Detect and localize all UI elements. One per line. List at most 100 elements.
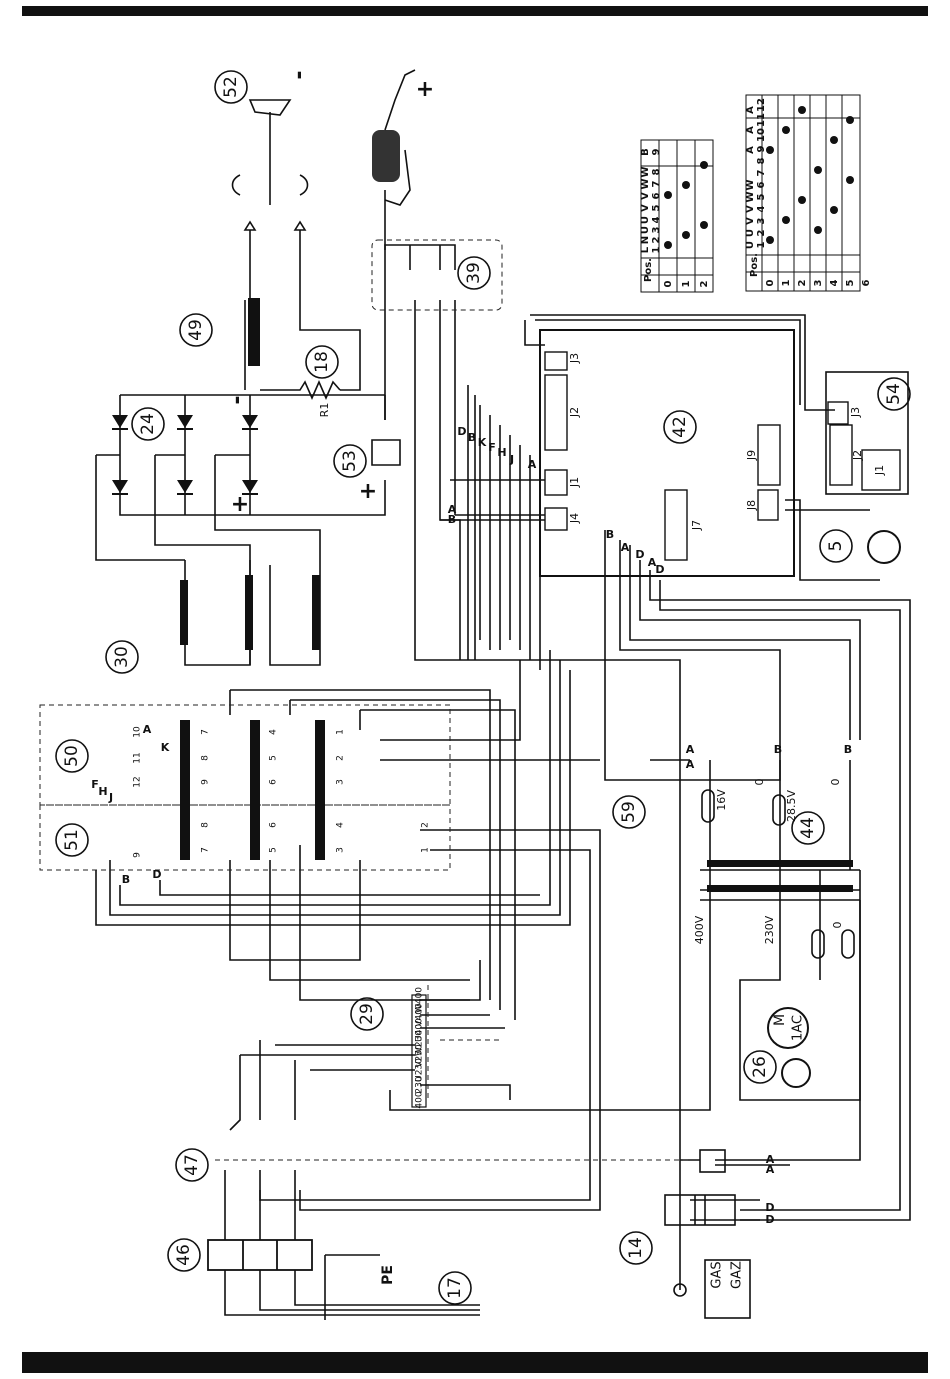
table50-h2-7: 8 [756, 157, 767, 164]
plus-gun-label: + [416, 77, 434, 102]
ref-17: 17 [445, 1277, 465, 1299]
wire-b-j7: B [606, 528, 614, 541]
table50-h2-5: 6 [756, 181, 767, 188]
ref-18: 18 [312, 351, 332, 373]
table50-h2-11: 12 [756, 98, 767, 112]
reference-circles [55, 70, 911, 1305]
pin-2: 2 [336, 755, 346, 761]
table51-h2-0: 1 [651, 246, 662, 253]
pin-12: 12 [133, 776, 143, 787]
dashed-boundaries [39, 239, 690, 1161]
table50-row-3: 3 [813, 279, 824, 286]
ref-53: 53 [340, 450, 360, 472]
transformer-0-secondary-a: 0 [753, 779, 766, 786]
table50-h1-7: A [745, 126, 756, 134]
control-board-42 [539, 329, 795, 577]
table50-h1-8: A [745, 106, 756, 114]
table51-h2-5: 6 [651, 192, 662, 199]
wire-d: D [457, 425, 466, 438]
table50-h2-0: 1 [756, 241, 767, 248]
pin51-7: 7 [201, 847, 211, 853]
motor-m-label: M [772, 1014, 788, 1026]
board54-j2: J2 [851, 450, 864, 461]
ref-54: 54 [884, 383, 904, 405]
ref-44: 44 [798, 817, 818, 839]
tb-230: 230 [415, 1076, 425, 1093]
pin51-4: 4 [336, 822, 346, 828]
ref-39: 39 [464, 262, 484, 284]
wire-d-solenoid-2: D [765, 1213, 774, 1226]
wire-a-relay: A [766, 1153, 775, 1166]
table50-row-2: 2 [797, 279, 808, 286]
table50-pos: Pos. [749, 253, 760, 277]
wire-a-j7: A [621, 541, 630, 554]
bottom-border-bar [22, 1352, 928, 1373]
table50-h1-3: V [745, 205, 756, 213]
table50-row-0: 0 [765, 279, 776, 286]
gaz-label: GAZ [730, 1261, 745, 1289]
table50-h1-4: W [745, 191, 756, 202]
ref-52: 52 [221, 76, 241, 98]
table50-h1-1: U [745, 229, 756, 237]
pin51-1: 1 [421, 847, 431, 853]
ref-26: 26 [750, 1056, 770, 1078]
switch-bank-bars [180, 130, 853, 892]
table50-h1-2: V [745, 217, 756, 225]
switch50-k: K [161, 741, 170, 754]
wire-a: A [528, 458, 537, 471]
table51-row-0: 0 [663, 280, 674, 287]
ref-24: 24 [138, 413, 158, 435]
resistor-label: R1 [318, 403, 331, 418]
wire-d2-j7: D [655, 563, 664, 576]
table50-row-5: 5 [845, 279, 856, 286]
table50-h2-1: 2 [756, 229, 767, 236]
switch50-f: F [91, 778, 99, 791]
pin-4: 4 [269, 729, 279, 735]
lamp-symbol [781, 1058, 811, 1088]
transformer-28-5v: 28.5V [785, 790, 798, 822]
resistor-r1 [260, 380, 341, 400]
table51-h2-7: 8 [651, 168, 662, 175]
table50-h2-10: 11 [756, 113, 767, 127]
wire-h: H [497, 446, 506, 459]
ref-29: 29 [357, 1003, 377, 1025]
wire-b-trafo: B [774, 743, 782, 756]
pin-3: 3 [336, 779, 346, 785]
connector-j7: J7 [690, 520, 703, 531]
board54-j1: J1 [873, 465, 886, 476]
pin-8: 8 [201, 755, 211, 761]
table51-h1-3: U [640, 216, 651, 224]
pin51-9: 9 [133, 852, 143, 858]
table51-h2-4: 5 [651, 204, 662, 211]
pin-5: 5 [269, 755, 279, 761]
pin-1: 1 [336, 729, 346, 735]
transformer-16v: 16V [715, 789, 728, 811]
table50-h2-9: 10 [756, 128, 767, 142]
tb-w230: W230 [415, 1030, 425, 1056]
connector-j1: J1 [568, 477, 581, 488]
ref-59: 59 [619, 801, 639, 823]
table51-row-1: 1 [681, 280, 692, 287]
table50-h2-4: 5 [756, 193, 767, 200]
top-border-bar [22, 6, 928, 16]
table51-h2-6: 7 [651, 180, 662, 187]
table51-h1-2: U [640, 226, 651, 234]
switch51-b: B [122, 873, 130, 886]
wire-k: K [478, 436, 487, 449]
solenoid-14 [664, 1149, 751, 1319]
ref-42: 42 [670, 416, 690, 438]
transformer-0-primary: 0 [831, 922, 844, 929]
pin51-8: 8 [201, 822, 211, 828]
pe-label: PE [380, 1265, 396, 1285]
ref-47: 47 [182, 1154, 202, 1176]
table51-h1-8: B [640, 148, 651, 156]
table51-h1-6: W [640, 178, 651, 189]
table50-h2-3: 4 [756, 205, 767, 212]
connector-j4: J4 [568, 513, 581, 524]
tables-grid [640, 94, 861, 293]
board54-j3: J3 [849, 407, 862, 418]
wire-a-relay-2: A [766, 1163, 775, 1176]
fuses [701, 789, 855, 959]
pin-11: 11 [133, 752, 143, 763]
